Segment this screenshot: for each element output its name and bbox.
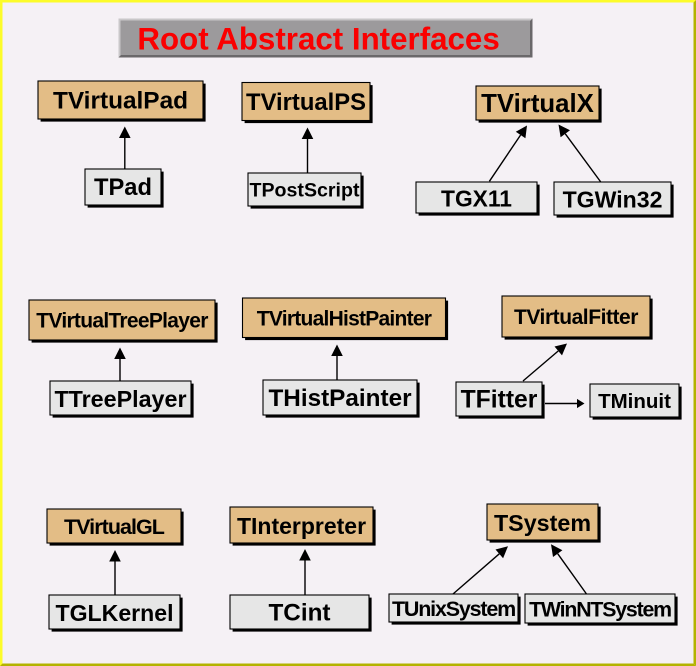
svg-text:TVirtualX: TVirtualX	[481, 90, 594, 118]
svg-text:TInterpreter: TInterpreter	[237, 513, 366, 539]
svg-text:TVirtualFitter: TVirtualFitter	[514, 306, 638, 329]
svg-text:TGX11: TGX11	[441, 186, 512, 212]
svg-text:TFitter: TFitter	[461, 387, 538, 414]
svg-text:TWinNTSystem: TWinNTSystem	[529, 598, 671, 622]
svg-text:TMinuit: TMinuit	[598, 390, 671, 413]
svg-text:TVirtualPS: TVirtualPS	[246, 89, 366, 116]
svg-text:THistPainter: THistPainter	[268, 385, 412, 412]
svg-text:TGLKernel: TGLKernel	[55, 600, 173, 626]
svg-text:TPad: TPad	[94, 175, 152, 201]
svg-text:TPostScript: TPostScript	[250, 180, 360, 202]
svg-text:TTreePlayer: TTreePlayer	[54, 386, 186, 412]
svg-text:Root Abstract Interfaces: Root Abstract Interfaces	[137, 22, 499, 57]
svg-text:TCint: TCint	[268, 600, 330, 627]
svg-text:TVirtualHistPainter: TVirtualHistPainter	[257, 307, 432, 330]
svg-text:TVirtualTreePlayer: TVirtualTreePlayer	[36, 310, 208, 333]
svg-text:TUnixSystem: TUnixSystem	[392, 597, 515, 621]
svg-text:TGWin32: TGWin32	[563, 187, 663, 213]
svg-text:TVirtualGL: TVirtualGL	[64, 515, 165, 539]
svg-text:TVirtualPad: TVirtualPad	[53, 88, 188, 115]
svg-text:TSystem: TSystem	[494, 510, 591, 536]
